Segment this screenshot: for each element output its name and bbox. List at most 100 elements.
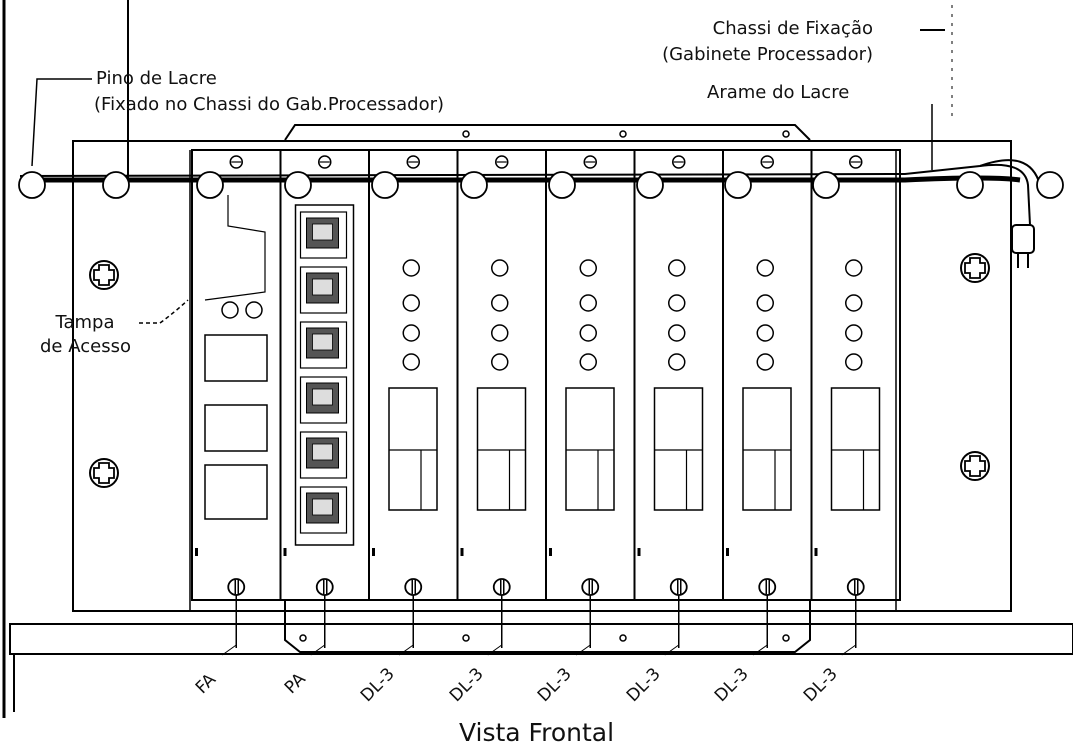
seal-pin xyxy=(102,171,130,199)
top-plate-hole xyxy=(462,130,470,138)
pin-callout-line2: (Fixado no Chassi do Gab.Processador) xyxy=(94,94,444,115)
dl-led xyxy=(756,353,774,371)
pa-port-panel xyxy=(294,204,355,546)
cover-leader-line xyxy=(139,299,189,324)
chassis-body xyxy=(72,140,1012,612)
fa-led xyxy=(221,301,239,319)
pa-port-jack xyxy=(306,437,339,469)
bottom-plate-hole xyxy=(299,634,307,642)
bottom-plate xyxy=(284,600,811,653)
pa-port xyxy=(299,431,348,479)
top-plate xyxy=(284,124,811,141)
seal-pin xyxy=(460,171,488,199)
module-label-leader xyxy=(221,644,237,656)
module-top-screw xyxy=(406,155,420,169)
module-tab xyxy=(637,548,641,556)
module-bottom-screw xyxy=(315,578,334,596)
module-slot-3-dl xyxy=(368,149,459,656)
dl-led xyxy=(845,324,863,342)
dl-display xyxy=(476,387,527,511)
module-bottom-screw xyxy=(492,578,511,596)
lead-seal xyxy=(1011,224,1035,268)
module-tab xyxy=(549,548,552,556)
seal-pin xyxy=(371,171,399,199)
bottom-plate-hole xyxy=(619,634,627,642)
module-tab xyxy=(195,548,198,556)
top-plate-hole xyxy=(619,130,627,138)
diagram-title: Vista Frontal xyxy=(458,718,615,747)
pa-port-jack xyxy=(306,492,339,524)
chassis-callout-line1: Chassi de Fixação xyxy=(712,18,873,39)
module-tab xyxy=(372,548,375,556)
module-label-leader xyxy=(664,644,680,656)
module-label-leader xyxy=(575,644,591,656)
module-tab xyxy=(460,548,464,556)
module-top-screw xyxy=(849,155,863,169)
pa-port xyxy=(299,376,348,424)
dl-led xyxy=(668,259,686,277)
fa-window xyxy=(204,464,268,520)
dl-display xyxy=(742,387,792,511)
dl-led xyxy=(845,294,863,312)
seal-wire-return xyxy=(19,163,1031,226)
dl-display xyxy=(565,387,615,511)
dl-led xyxy=(756,294,774,312)
dl-display xyxy=(830,387,881,511)
module-bottom-screw xyxy=(581,578,600,596)
pin-callout-line1: Pino de Lacre xyxy=(96,68,217,89)
dl-led xyxy=(491,294,509,312)
side-screw-top-left xyxy=(89,260,119,290)
cover-callout-line2: de Acesso xyxy=(40,336,131,357)
pa-port xyxy=(299,266,348,314)
seal-pin xyxy=(636,171,664,199)
module-bottom-screw xyxy=(758,578,777,596)
module-tab xyxy=(726,548,729,556)
wire-callout: Arame do Lacre xyxy=(707,82,850,103)
bottom-plate-hole xyxy=(462,634,470,642)
module-label-leader xyxy=(487,644,503,656)
module-label-leader xyxy=(310,644,326,656)
fa-window xyxy=(204,404,268,452)
module-slot-1-fa xyxy=(191,149,282,656)
module-top-screw xyxy=(672,155,686,169)
dl-led xyxy=(491,353,509,371)
side-screw-bottom-right xyxy=(960,451,990,481)
dl-led xyxy=(491,324,509,342)
base-shelf xyxy=(9,623,1073,655)
seal-pin xyxy=(548,171,576,199)
module-bottom-screw xyxy=(404,578,423,596)
dl-led xyxy=(668,353,686,371)
pa-port xyxy=(299,211,348,259)
side-screw-bottom-left xyxy=(89,458,119,488)
module-slot-7-dl xyxy=(722,149,813,656)
module-tab xyxy=(814,548,818,556)
seal-pin xyxy=(196,171,224,199)
seal-pin xyxy=(812,171,840,199)
top-plate-hole xyxy=(782,130,790,138)
dl-led xyxy=(845,353,863,371)
dl-led xyxy=(402,353,420,371)
dl-led xyxy=(579,353,597,371)
module-top-screw xyxy=(760,155,774,169)
module-top-screw xyxy=(318,155,332,169)
dl-display xyxy=(388,387,438,511)
module-slot-4-dl xyxy=(456,149,547,656)
cover-callout-line1: Tampa xyxy=(55,312,115,333)
module-bottom-screw xyxy=(846,578,865,596)
side-screw-top-right xyxy=(960,253,990,283)
fa-window xyxy=(204,334,268,382)
module-label-leader xyxy=(752,644,768,656)
seal-pin xyxy=(284,171,312,199)
dl-led xyxy=(756,324,774,342)
module-top-screw xyxy=(495,155,509,169)
seal-pin xyxy=(18,171,46,199)
seal-pins xyxy=(18,171,1064,199)
module-slots xyxy=(191,149,901,656)
bottom-plate-hole xyxy=(782,634,790,642)
module-slot-8-dl xyxy=(810,149,901,656)
module-label-leader xyxy=(398,644,414,656)
module-slot-6-dl xyxy=(633,149,724,656)
module-tab xyxy=(283,548,287,556)
